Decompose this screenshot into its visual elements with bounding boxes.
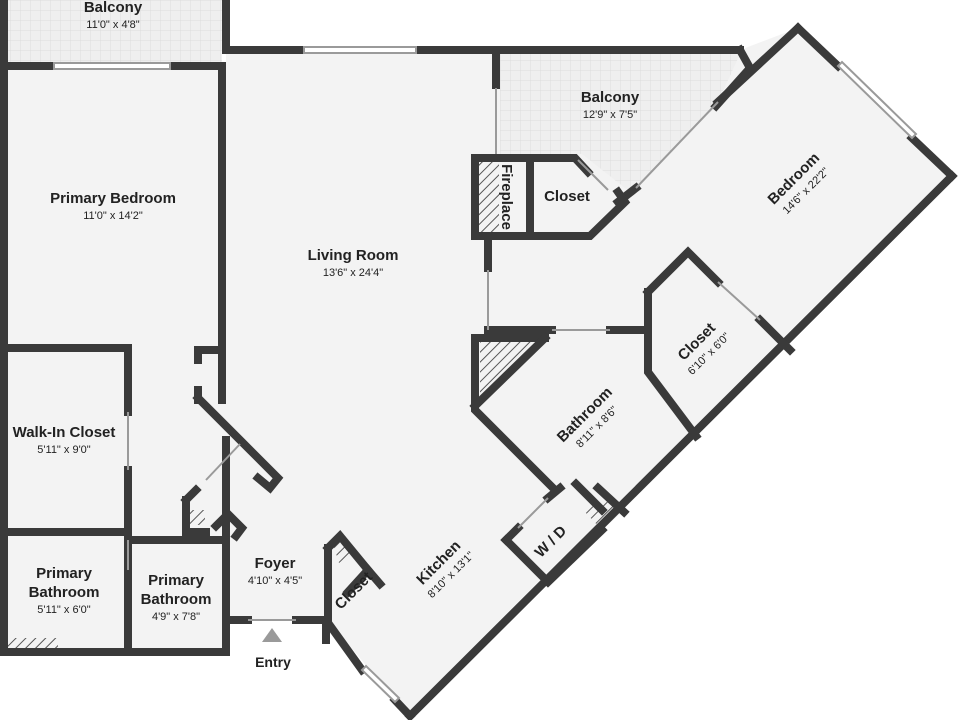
primary-bathroom-mid-name1: Primary	[148, 572, 205, 589]
primary-bedroom-name: Primary Bedroom	[50, 190, 176, 207]
primary-bathroom-mid-dim: 4'9" x 7'8"	[152, 611, 200, 623]
foyer-dim: 4'10" x 4'5"	[248, 575, 302, 587]
entry-arrow-icon	[262, 628, 282, 642]
balcony-right-dim: 12'9" x 7'5"	[583, 109, 637, 121]
primary-bedroom-dim: 11'0" x 14'2"	[83, 210, 143, 222]
primary-bathroom-left-dim: 5'11" x 6'0"	[37, 604, 90, 616]
living-room-dim: 13'6" x 24'4"	[323, 267, 383, 279]
fireplace-name: Fireplace	[498, 164, 515, 230]
entry-label: Entry	[255, 654, 291, 670]
living-room-name: Living Room	[308, 247, 399, 264]
window-living-room	[303, 46, 417, 54]
floor-fills	[4, 0, 952, 718]
foyer-hatch	[190, 510, 205, 525]
window-kitchen	[360, 664, 401, 704]
balcony-top-area	[6, 0, 222, 62]
walk-in-closet-dim: 5'11" x 9'0"	[37, 444, 90, 456]
balcony-top-name: Balcony	[84, 0, 143, 16]
foyer-name: Foyer	[255, 555, 296, 572]
window-bedroom	[836, 60, 918, 140]
window-primary-bedroom	[53, 62, 171, 70]
primary-bathroom-left-name2: Bathroom	[29, 584, 100, 601]
balcony-top-dim: 11'0" x 4'8"	[86, 19, 139, 31]
walk-in-closet-name: Walk-In Closet	[13, 424, 116, 441]
balcony-right-area	[500, 54, 740, 192]
windows	[53, 46, 918, 704]
primary-bathroom-mid-name2: Bathroom	[141, 591, 212, 608]
fireplace-hearth	[477, 160, 499, 234]
primary-bathroom-left-name1: Primary	[36, 565, 93, 582]
closet-small-name: Closet	[544, 188, 590, 205]
balcony-right-name: Balcony	[581, 89, 640, 106]
